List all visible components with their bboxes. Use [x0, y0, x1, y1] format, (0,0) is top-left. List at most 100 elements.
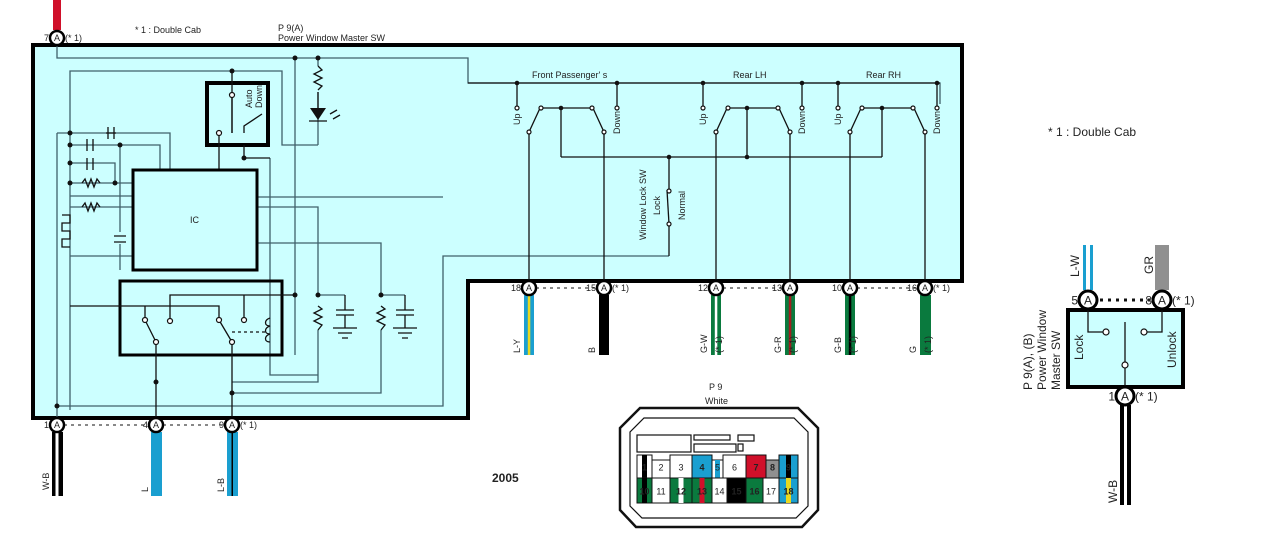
rear-lh-label: Rear LH	[733, 70, 767, 80]
pin-note: (* 1)	[933, 283, 950, 293]
wire-g-w: G-W(* 1)	[699, 295, 724, 355]
ic-block	[131, 168, 259, 272]
pin-12: A 12	[698, 279, 725, 297]
wire-label: W-B	[41, 473, 51, 490]
cavity-16: 16	[745, 477, 764, 504]
cavity-10: 10	[636, 477, 653, 504]
down-label: Down	[797, 111, 807, 134]
pin-note: (* 1)	[240, 420, 257, 430]
pin-number: 1	[1108, 389, 1115, 403]
pin-letter: A	[847, 283, 853, 293]
cavity-number: 16	[749, 487, 759, 497]
wire-lw: L-W	[1068, 254, 1082, 277]
wire-label: G-R	[773, 336, 783, 353]
pin-18: A18	[511, 279, 538, 297]
cavity-4: 4	[691, 454, 713, 479]
wire-gr: GR	[1142, 256, 1156, 274]
lock-sw-unlock-label: Unlock	[1165, 330, 1179, 368]
wire-note: (* 1)	[714, 336, 724, 353]
cavity-number: 17	[766, 487, 776, 497]
year-label: 2005	[492, 471, 519, 485]
cavity-number: 9	[786, 463, 791, 473]
cavity-17: 17	[762, 477, 780, 504]
wire-b: B	[587, 295, 609, 355]
pin-note: (* 1)	[65, 33, 82, 43]
pin-number: 18	[511, 283, 521, 293]
pin-letter: A	[229, 420, 235, 430]
cavity-number: 15	[731, 487, 741, 497]
wire-label: G-B	[833, 337, 843, 353]
cavity-13: 13	[691, 477, 713, 504]
wire-l-y: L-Y	[512, 295, 534, 355]
lock-sw-title-3: Master SW	[1049, 330, 1063, 390]
wire-label: L	[140, 487, 150, 492]
cavity-number: 10	[639, 487, 649, 497]
pin-1: A1	[44, 416, 66, 434]
cavity-8: 8	[765, 459, 780, 479]
pin-letter: A	[601, 283, 607, 293]
cavity-2: 2	[651, 459, 671, 479]
pin-letter: A	[153, 420, 159, 430]
cavity-number: 7	[753, 463, 758, 473]
pin-number: 5	[1071, 293, 1078, 307]
pin-note: (* 1)	[612, 283, 629, 293]
connector-latches	[636, 434, 755, 453]
window-switches: Up Down Up Down Up Down	[512, 80, 942, 281]
cavity-6: 6	[722, 454, 747, 479]
wire-l-b: L-B	[216, 432, 238, 496]
pin-letter: A	[1121, 389, 1129, 403]
wire-label: B	[587, 347, 597, 353]
auto-label: Auto	[244, 89, 254, 108]
wire-g-b: G-B (* 1)	[833, 295, 858, 355]
down-label: Down	[612, 111, 622, 134]
lock-label: Lock	[652, 195, 662, 215]
window-lock-sw-label: Window Lock SW	[638, 169, 648, 240]
wire-red	[53, 0, 61, 30]
wire-note: (* 1)	[848, 336, 858, 353]
pin-number: 7	[44, 33, 49, 43]
cavity-number: 18	[783, 487, 793, 497]
rear-rh-label: Rear RH	[866, 70, 901, 80]
cavity-number: 3	[678, 463, 683, 473]
cavity-number: 12	[676, 487, 686, 497]
auto-down-switch	[205, 81, 270, 147]
up-label: Up	[833, 113, 843, 125]
cavity-3: 3	[669, 454, 693, 479]
pin-5: A5	[1071, 289, 1099, 311]
up-label: Up	[512, 113, 522, 125]
pin-letter: A	[787, 283, 793, 293]
pin-note: (* 1)	[1135, 389, 1158, 403]
cavity-1: 1	[636, 454, 653, 479]
pin-number: 15	[586, 283, 596, 293]
pin-number: 12	[698, 283, 708, 293]
wire-label: G	[908, 346, 918, 353]
cavity-number: 4	[699, 463, 704, 473]
cavity-number: 1	[642, 463, 647, 473]
up-label: Up	[698, 113, 708, 125]
cavity-number: 5	[715, 463, 720, 473]
wire-g: G(* 1)	[908, 295, 933, 355]
cavity-18: 18	[778, 477, 799, 504]
master-switch-body	[31, 43, 964, 420]
pin-13: A13	[772, 279, 799, 297]
lock-sw-title-2: Power Window	[1035, 310, 1049, 390]
pin-number: 4	[143, 420, 148, 430]
cavity-number: 14	[714, 487, 724, 497]
cavity-12: 12	[669, 477, 693, 504]
wire-w-b: W-B	[41, 432, 63, 496]
pin-16: A16(* 1)	[907, 279, 950, 297]
pin-number: 9	[219, 420, 224, 430]
down-label: Down	[932, 111, 942, 134]
lock-sw-lock-label: Lock	[1072, 334, 1086, 360]
cavity-15: 15	[726, 477, 747, 504]
pin-letter: A	[922, 283, 928, 293]
pin-note: (* 1)	[1172, 293, 1195, 307]
lock-sw-title-1: P 9(A), (B)	[1021, 334, 1035, 390]
component-name: Power Window Master SW	[278, 33, 386, 43]
cavity-number: 13	[697, 487, 707, 497]
pin-letter: A	[713, 283, 719, 293]
wire-label: L-B	[216, 478, 226, 492]
